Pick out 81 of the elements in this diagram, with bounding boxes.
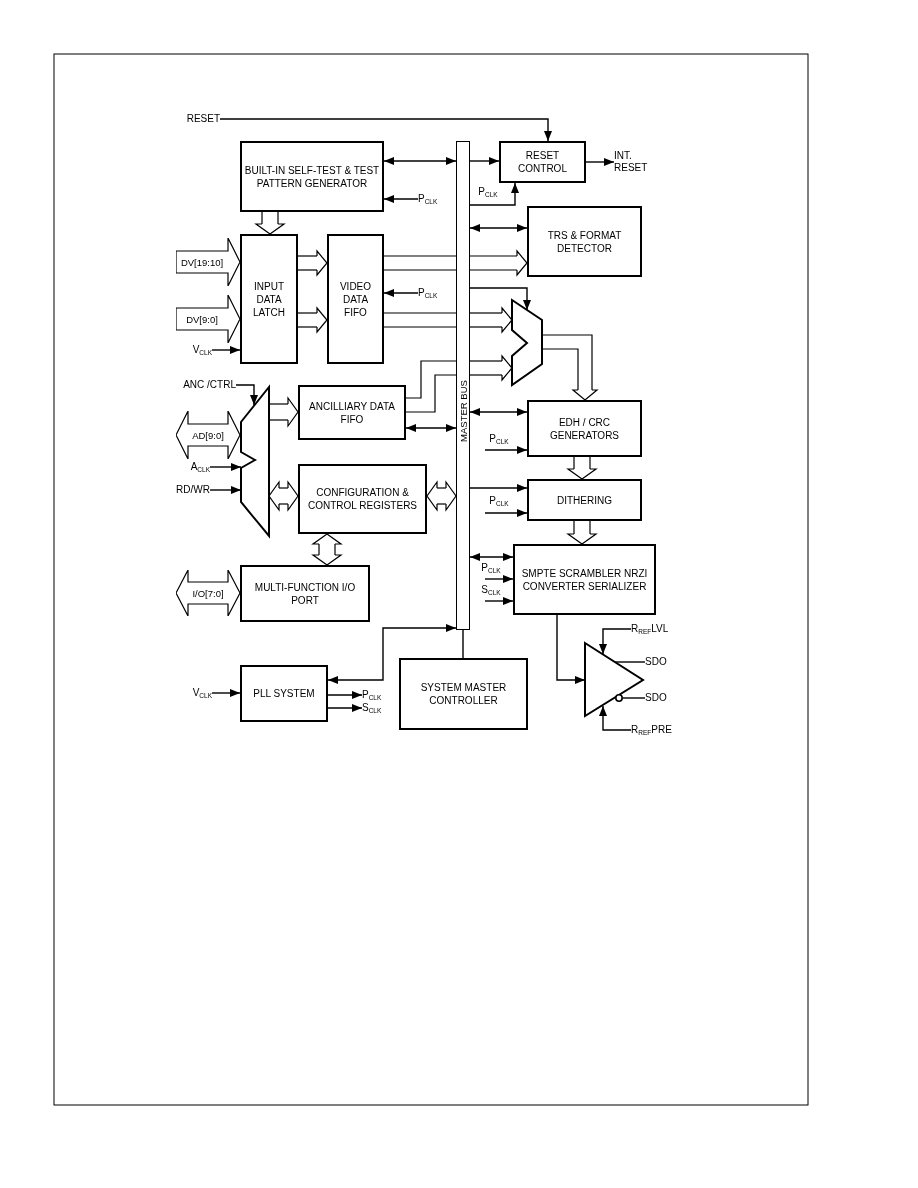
arrow bbox=[327, 704, 363, 712]
signal-label: DV[19:10] bbox=[179, 256, 225, 268]
block-box bbox=[298, 464, 427, 534]
multiplexer-symbol bbox=[510, 298, 543, 386]
signal-label: R$_{REF}$PRE bbox=[631, 723, 683, 737]
block-box bbox=[399, 658, 528, 730]
arrow bbox=[211, 346, 241, 354]
arrow bbox=[585, 158, 615, 166]
line-driver-symbol bbox=[585, 643, 643, 717]
signal-label: RESET bbox=[180, 112, 220, 126]
connector-line bbox=[462, 629, 464, 659]
block-label: CONFIGURATION & CONTROL REGISTERS bbox=[306, 486, 419, 512]
arrow bbox=[484, 446, 528, 454]
signal-label: RD/WR bbox=[168, 483, 210, 497]
block-label: PLL SYSTEM bbox=[253, 687, 315, 700]
arrow bbox=[209, 463, 242, 471]
arrow bbox=[383, 157, 457, 165]
block-label: SMPTE SCRAMBLER NRZI CONVERTER SERIALIZER bbox=[520, 566, 649, 593]
arrow bbox=[405, 424, 457, 432]
block-box bbox=[240, 665, 328, 722]
block-box bbox=[240, 234, 298, 364]
block-label: INPUT DATA LATCH bbox=[251, 279, 286, 319]
arrow bbox=[219, 118, 552, 142]
arrow bbox=[327, 691, 363, 699]
arrow bbox=[327, 624, 457, 684]
signal-label: A$_{CLK}$ bbox=[182, 460, 210, 474]
connector-line bbox=[614, 661, 646, 663]
block-label: VIDEO DATA FIFO bbox=[338, 279, 373, 319]
arrow bbox=[209, 486, 242, 494]
signal-label: V$_{CLK}$ bbox=[184, 686, 212, 700]
signal-label: S$_{CLK}$ bbox=[362, 701, 390, 715]
arrow bbox=[469, 553, 514, 561]
block-label: SYSTEM MASTER CONTROLLER bbox=[419, 681, 508, 707]
multiplexer-symbol bbox=[240, 385, 270, 537]
signal-label: ANC /CTRL bbox=[176, 378, 236, 392]
block-label: MULTI-FUNCTION I/O PORT bbox=[253, 580, 357, 607]
signal-label: DV[9:0] bbox=[185, 313, 219, 325]
signal-label: SDO bbox=[645, 691, 675, 705]
block-box bbox=[499, 141, 586, 183]
arrow bbox=[599, 705, 632, 731]
arrow bbox=[469, 484, 528, 492]
signal-label: P$_{CLK}$ bbox=[362, 688, 390, 702]
arrow bbox=[484, 597, 514, 605]
block-label: BUILT-IN SELF-TEST & TEST PATTERN GENERATOR bbox=[244, 163, 380, 190]
signal-label: P$_{CLK}$ bbox=[418, 192, 446, 206]
block-box bbox=[527, 479, 642, 521]
signal-label: I/O[7:0] bbox=[191, 587, 225, 599]
signal-label: AD[9:0] bbox=[191, 429, 225, 441]
block-box bbox=[327, 234, 384, 364]
bus-bar bbox=[456, 141, 470, 630]
block-label: EDH / CRC GENERATORS bbox=[548, 415, 621, 442]
signal-label: R$_{REF}$LVL bbox=[631, 622, 681, 636]
arrow bbox=[211, 689, 241, 697]
arrow bbox=[235, 384, 258, 406]
arrow bbox=[469, 287, 531, 311]
block-label: TRS & FORMAT DETECTOR bbox=[546, 228, 623, 255]
bus-label: MASTER BUS bbox=[457, 380, 469, 442]
block-box bbox=[527, 400, 642, 457]
block-box bbox=[513, 544, 656, 615]
block-label: RESET CONTROL bbox=[517, 149, 568, 175]
block-box bbox=[240, 565, 370, 622]
arrow bbox=[383, 289, 419, 297]
block-label: DITHERING bbox=[557, 493, 612, 507]
arrow bbox=[469, 182, 519, 206]
signal-label: P$_{CLK}$ bbox=[418, 286, 446, 300]
arrow bbox=[469, 224, 528, 232]
block-box bbox=[298, 385, 406, 440]
arrow bbox=[484, 509, 528, 517]
signal-label: INT. RESET bbox=[614, 150, 654, 178]
block-label: ANCILLIARY DATA FIFO bbox=[308, 399, 396, 426]
arrow bbox=[383, 195, 419, 203]
arrow bbox=[469, 408, 528, 416]
arrow bbox=[556, 614, 586, 684]
arrow bbox=[599, 628, 632, 655]
block-box bbox=[240, 141, 384, 212]
connector-line bbox=[622, 697, 646, 699]
arrow bbox=[484, 575, 514, 583]
block-box bbox=[527, 206, 642, 277]
signal-label: V$_{CLK}$ bbox=[184, 343, 212, 357]
signal-label: SDO bbox=[645, 655, 675, 669]
arrow bbox=[469, 157, 500, 165]
